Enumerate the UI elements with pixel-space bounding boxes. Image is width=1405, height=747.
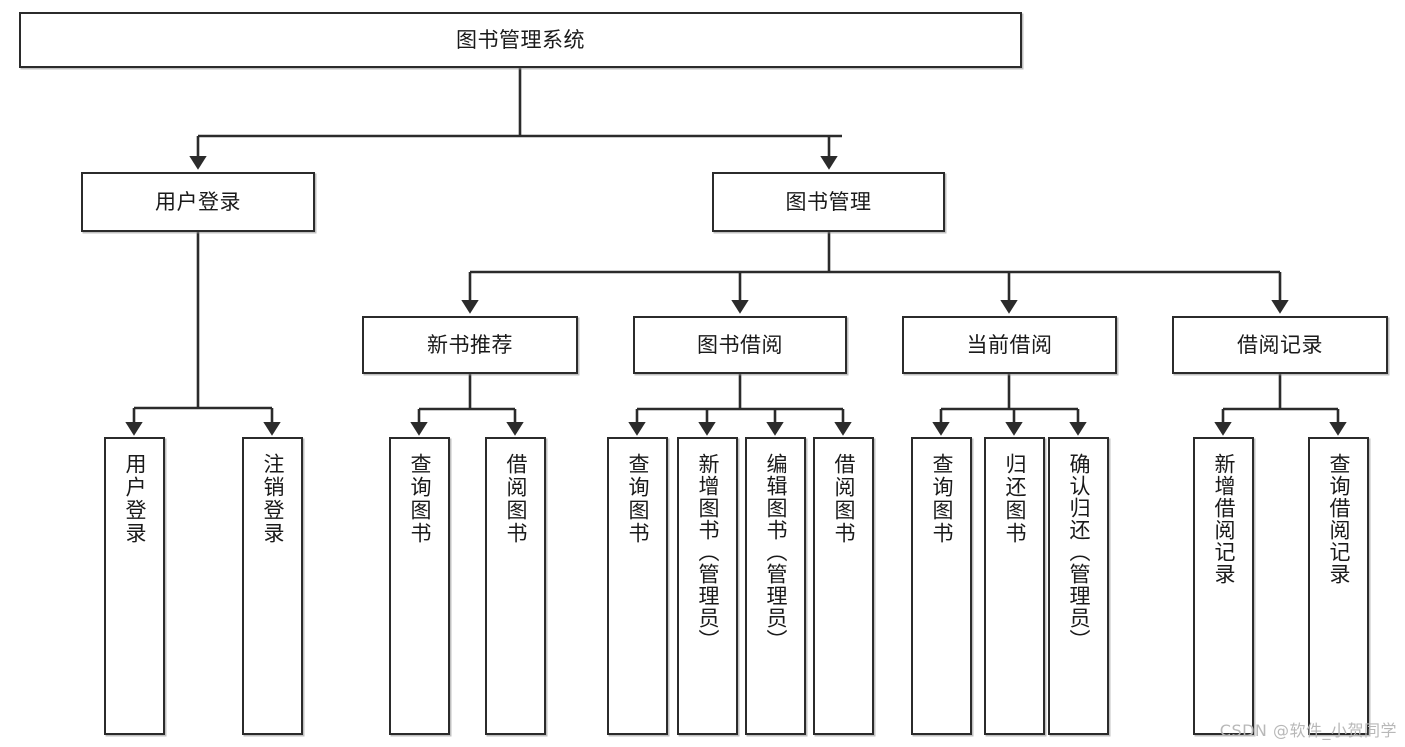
node-label: 查询图书 [407,453,432,545]
node-leaf-user-login[interactable]: 用户登录 [104,437,165,735]
node-leaf-query-book-current[interactable]: 查询图书 [911,437,972,735]
node-label: 借阅记录 [1237,332,1323,357]
edge-group-user-login [125,232,281,436]
node-label: 归还图书 [1002,453,1027,545]
node-label: 借阅图书 [503,453,528,545]
csdn-watermark: CSDN @软件_小贺同学 [1219,721,1397,740]
node-leaf-query-book-rec[interactable]: 查询图书 [389,437,450,735]
edge-group-new-book-rec [410,374,524,436]
node-borrow-record[interactable]: 借阅记录 [1172,316,1388,374]
node-user-login[interactable]: 用户登录 [81,172,315,232]
node-book-borrow[interactable]: 图书借阅 [633,316,847,374]
node-label: 用户登录 [122,453,147,545]
node-leaf-confirm-return-admin[interactable]: 确认归还（管理员） [1048,437,1109,735]
edge-group-root [189,68,842,170]
node-leaf-borrow-book-rec[interactable]: 借阅图书 [485,437,546,735]
node-leaf-user-logout[interactable]: 注销登录 [242,437,303,735]
node-label: 借阅图书 [831,453,856,545]
node-label: 确认归还（管理员） [1066,453,1091,651]
node-label: 图书借阅 [697,332,783,357]
edge-group-current-borrow [932,374,1087,436]
edge-group-book-borrow [628,374,852,436]
edge-group-book-manage [461,232,1289,314]
node-leaf-add-borrow-record[interactable]: 新增借阅记录 [1193,437,1254,735]
node-leaf-query-borrow-record[interactable]: 查询借阅记录 [1308,437,1369,735]
node-label: 查询图书 [929,453,954,545]
node-leaf-query-book-borrow[interactable]: 查询图书 [607,437,668,735]
node-label: 用户登录 [155,189,241,214]
node-label: 注销登录 [260,453,285,545]
node-label: 图书管理系统 [456,27,585,52]
node-label: 查询借阅记录 [1326,453,1351,585]
edge-group-borrow-record [1214,374,1347,436]
node-book-manage[interactable]: 图书管理 [712,172,945,232]
node-label: 图书管理 [785,189,872,214]
node-leaf-return-book[interactable]: 归还图书 [984,437,1045,735]
node-leaf-borrow-book[interactable]: 借阅图书 [813,437,874,735]
node-label: 编辑图书（管理员） [763,453,788,651]
node-new-book-recommendation[interactable]: 新书推荐 [362,316,578,374]
node-label: 新增借阅记录 [1211,453,1236,585]
node-leaf-edit-book-admin[interactable]: 编辑图书（管理员） [745,437,806,735]
node-leaf-add-book-admin[interactable]: 新增图书（管理员） [677,437,738,735]
node-label: 查询图书 [625,453,650,545]
node-current-borrow[interactable]: 当前借阅 [902,316,1117,374]
node-label: 当前借阅 [966,332,1053,357]
node-label: 新增图书（管理员） [695,453,720,651]
node-root-system[interactable]: 图书管理系统 [19,12,1022,68]
node-label: 新书推荐 [427,332,513,357]
